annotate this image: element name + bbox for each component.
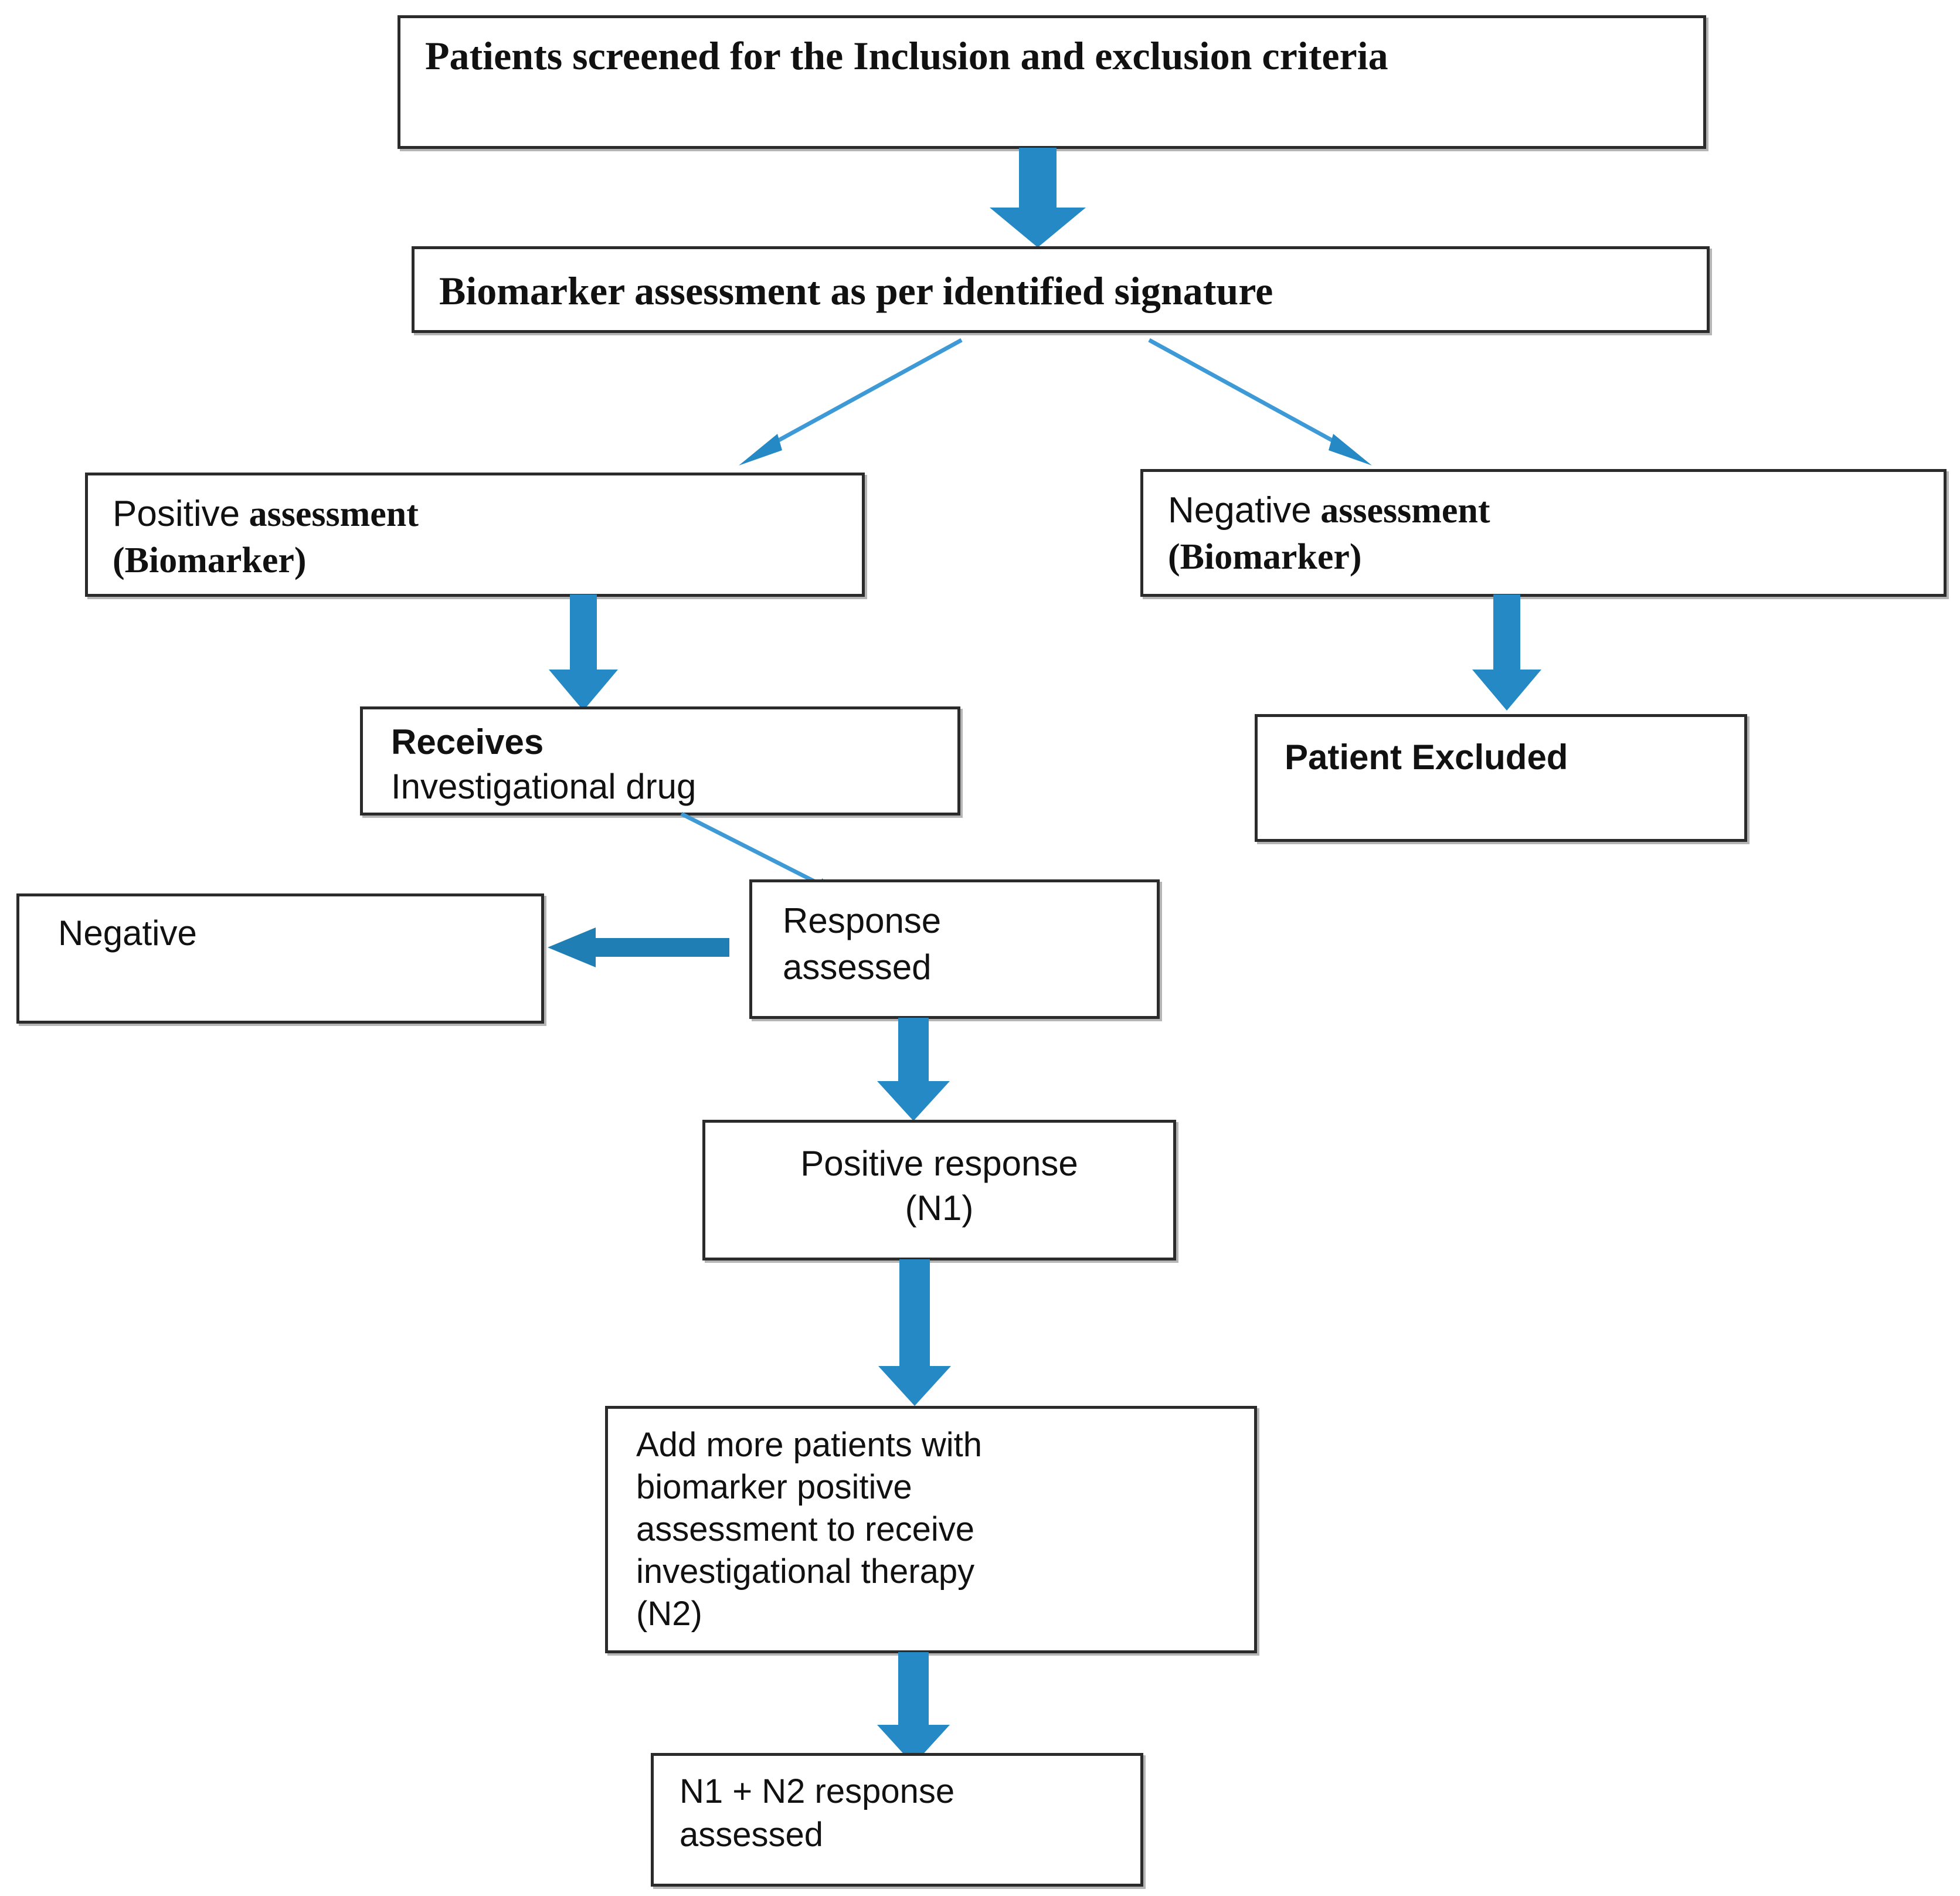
node-positive-assessment-line2: (Biomarker) (113, 541, 307, 581)
node-add-more-line3: assessment to receive (636, 1510, 975, 1548)
node-negative-outcome-label: Negative (58, 913, 197, 953)
node-receives-line1: Receives (391, 722, 544, 762)
node-combined-response-text: N1 + N2 response assessed (680, 1770, 1129, 1857)
node-positive-assessment: Positive assessment (Biomarker) (85, 473, 865, 597)
node-response-assessed-text: Response assessed (783, 898, 1145, 990)
node-patient-excluded-label: Patient Excluded (1285, 738, 1568, 777)
node-negative-outcome: Negative (16, 893, 544, 1024)
node-positive-assessment-line1-rest: assessment (240, 494, 419, 534)
edge-negative-to-excluded-arrow (1472, 594, 1541, 711)
node-patients-screened: Patients screened for the Inclusion and … (398, 15, 1706, 149)
node-positive-response-text: Positive response (N1) (717, 1141, 1161, 1230)
node-add-more-line2: biomarker positive (636, 1467, 912, 1506)
node-add-more-patients-text: Add more patients with biomarker positiv… (636, 1424, 1242, 1635)
node-positive-assessment-text: Positive assessment (Biomarker) (113, 491, 850, 585)
edge-biomarker-to-negative-arrow (1148, 338, 1372, 465)
edge-response-to-negative-arrow (548, 927, 729, 967)
node-add-more-patients: Add more patients with biomarker positiv… (605, 1406, 1257, 1653)
edge-biomarker-to-positive-arrow (739, 338, 963, 465)
node-positive-response: Positive response (N1) (702, 1120, 1176, 1260)
node-response-assessed-line1: Response (783, 901, 942, 940)
node-positive-assessment-line1-lead: Positive (113, 494, 240, 534)
node-positive-response-line1: Positive response (800, 1144, 1078, 1183)
node-response-assessed: Response assessed (749, 879, 1160, 1019)
node-response-assessed-line2: assessed (783, 947, 932, 987)
node-biomarker-assessment-label: Biomarker assessment as per identified s… (439, 269, 1273, 313)
node-positive-response-line2: (N1) (905, 1188, 974, 1228)
node-biomarker-assessment: Biomarker assessment as per identified s… (412, 246, 1710, 333)
node-combined-response-line2: assessed (680, 1816, 824, 1854)
node-receives-line2: Investigational drug (391, 766, 697, 806)
edge-response-to-positive-response-arrow (877, 1018, 950, 1121)
node-negative-assessment-line2: (Biomarker) (1168, 537, 1362, 577)
node-negative-assessment-text: Negative assessment (Biomarker) (1168, 487, 1932, 581)
node-patient-excluded: Patient Excluded (1255, 714, 1747, 842)
node-receives-text: Receives Investigational drug (391, 720, 946, 808)
node-add-more-line1: Add more patients with (636, 1426, 982, 1464)
edge-positive-to-receives-arrow (549, 594, 618, 711)
edge-positive-response-to-add-more-arrow (878, 1259, 951, 1406)
node-receives-investigational-drug: Receives Investigational drug (360, 706, 960, 816)
node-negative-assessment-line1-lead: Negative (1168, 490, 1312, 531)
node-combined-response-line1: N1 + N2 response (680, 1772, 955, 1810)
node-combined-response: N1 + N2 response assessed (651, 1753, 1143, 1887)
node-negative-assessment-line1-rest: assessment (1311, 491, 1490, 531)
edge-add-more-to-combined-arrow (877, 1652, 950, 1765)
node-add-more-line5: (N2) (636, 1594, 702, 1633)
node-negative-assessment: Negative assessment (Biomarker) (1140, 469, 1947, 597)
node-patients-screened-label: Patients screened for the Inclusion and … (425, 33, 1388, 78)
edge-screened-to-biomarker-arrow (990, 148, 1086, 247)
node-add-more-line4: investigational therapy (636, 1552, 975, 1591)
